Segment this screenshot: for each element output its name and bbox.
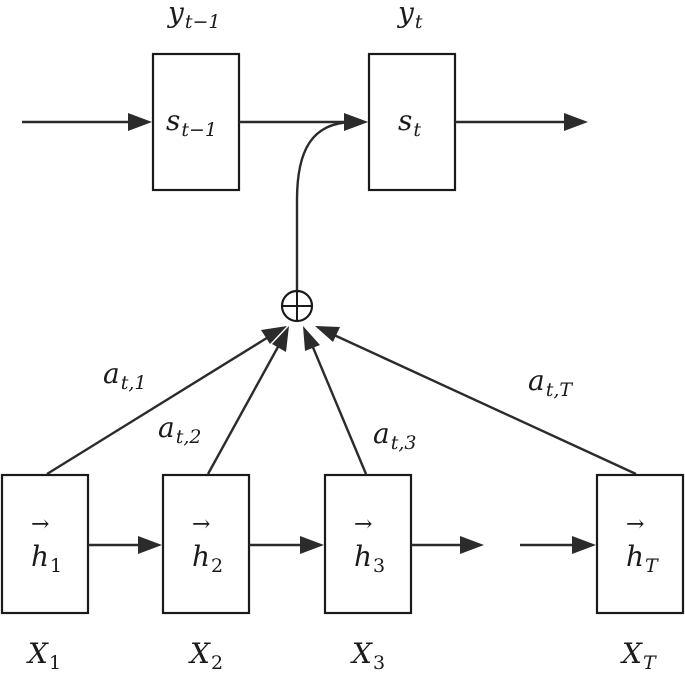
context-arrow-to-s-t — [295, 120, 353, 290]
svg-text:hT: hT — [626, 540, 659, 577]
decoder-state-box-t — [367, 52, 457, 192]
svg-text:h3: h3 — [354, 540, 385, 577]
weight-label-T: at,T — [528, 364, 573, 401]
attention-arrowhead-3 — [303, 326, 320, 351]
state-label-s-prev: st−1 — [166, 104, 217, 141]
weight-label-2: at,2 — [158, 411, 201, 448]
encoder-box-T — [595, 473, 685, 615]
attention-arrowhead-1 — [261, 326, 287, 344]
weight-label-3: at,3 — [373, 417, 416, 454]
hidden-label-T: → hT — [626, 512, 659, 577]
state-label-s-t: st — [398, 104, 421, 141]
arrowhead-out-of-s-t — [564, 113, 588, 131]
output-label-y-t: yt — [396, 0, 423, 33]
svg-text:h1: h1 — [31, 540, 62, 577]
input-label-2: X2 — [188, 637, 223, 673]
vector-arrow-icon: → — [192, 512, 210, 537]
arrowhead-h2-to-h3 — [300, 536, 324, 554]
attention-arrowhead-T — [315, 326, 340, 342]
arrowhead-h1-to-h2 — [138, 536, 162, 554]
decoder-state-box-prev — [151, 52, 241, 192]
input-label-3: X3 — [350, 637, 385, 673]
attention-edge-2 — [206, 344, 281, 475]
arrowhead-into-hT — [572, 536, 596, 554]
hidden-label-1: → h1 — [31, 512, 62, 577]
input-label-T: XT — [620, 637, 657, 673]
arrowhead-out-of-h3 — [460, 536, 484, 554]
encoder-box-1 — [0, 473, 90, 615]
output-label-y-prev: yt−1 — [166, 0, 220, 33]
hidden-label-2: → h2 — [192, 512, 223, 577]
vector-arrow-icon: → — [31, 512, 49, 537]
attention-edge-T — [333, 333, 637, 476]
input-label-1: X1 — [26, 637, 61, 673]
vector-arrow-icon: → — [354, 512, 372, 537]
attention-edge-1 — [46, 334, 271, 476]
svg-text:h2: h2 — [192, 540, 223, 577]
arrowhead-into-s-prev — [128, 113, 152, 131]
attention-arrowhead-2 — [272, 326, 289, 352]
vector-arrow-icon: → — [626, 512, 644, 537]
hidden-label-3: → h3 — [354, 512, 385, 577]
weight-label-1: at,1 — [103, 357, 146, 394]
attention-edge-3 — [310, 344, 368, 475]
context-arrowhead — [346, 114, 368, 130]
